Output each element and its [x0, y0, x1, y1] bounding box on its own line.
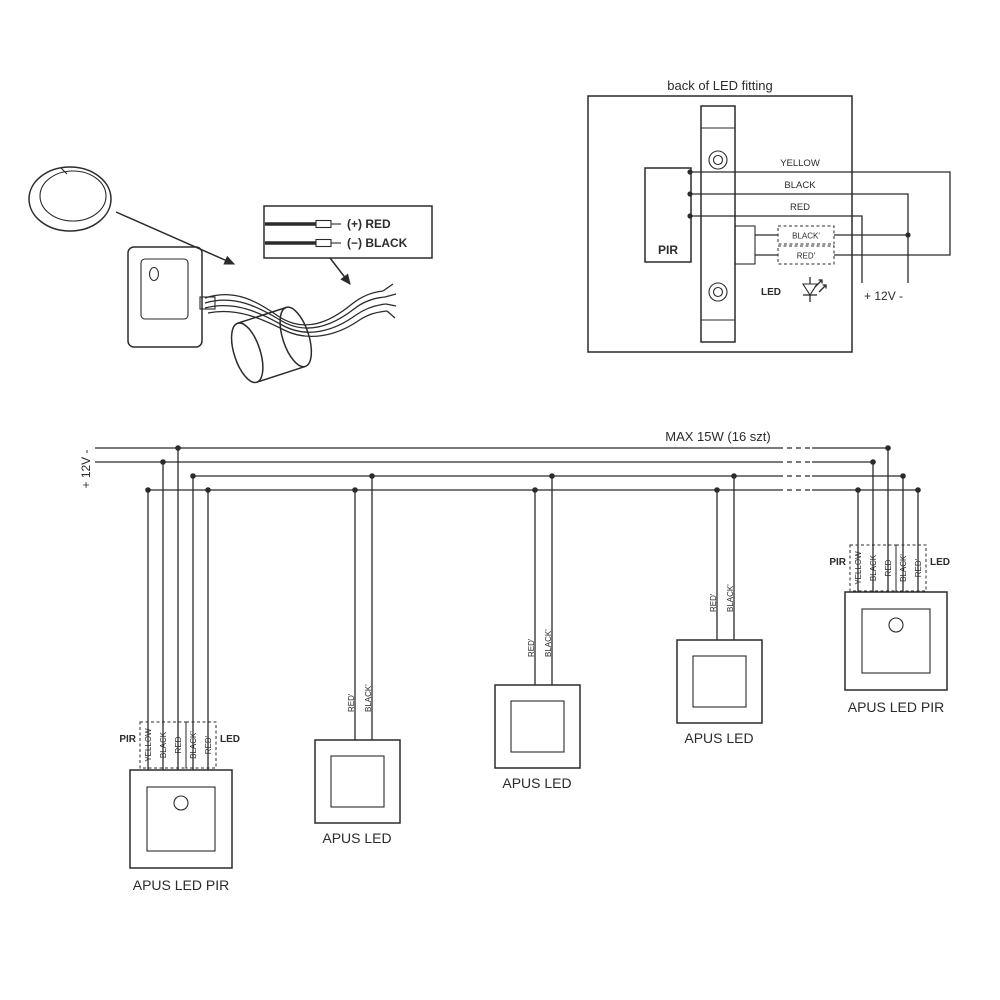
- wire-label: BLACK': [544, 629, 553, 657]
- wire-label: BLACK': [364, 684, 373, 712]
- fixture-label: APUS LED PIR: [848, 699, 944, 715]
- wire-black: BLACK: [687, 180, 909, 283]
- wire-label: BLACK': [189, 731, 198, 759]
- wire-label: RED': [347, 693, 356, 712]
- cable-wires: [204, 283, 397, 337]
- led-wire-group-box: [895, 544, 927, 592]
- wire-yellow-label: YELLOW: [780, 158, 820, 169]
- arrow-to-wallbox: [115, 211, 236, 265]
- fixture-outline: [844, 591, 948, 691]
- fixture-inner: [861, 608, 931, 674]
- junction-dot: [549, 473, 555, 479]
- junction-dot: [714, 487, 720, 493]
- fixture-inner: [510, 700, 565, 753]
- wire-black-prime-label: BLACK': [792, 232, 820, 241]
- fixture-outline: [129, 769, 233, 869]
- junction-dot: [885, 445, 891, 451]
- arrow-to-wires: [329, 257, 351, 285]
- junction-dot: [532, 487, 538, 493]
- junction-dot: [870, 459, 876, 465]
- fixture-apus-led-3: RED' BLACK' APUS LED: [676, 473, 763, 746]
- fixture-apus-led-pir-left: PIR LED YELLOW BLACK RED BLACK' RED' APU…: [119, 445, 240, 893]
- wire-label: BLACK': [726, 584, 735, 612]
- led-fitting-detail: back of LED fitting PIR YELLOW BLACK: [587, 78, 951, 353]
- fixture-label: APUS LED: [322, 830, 391, 846]
- led-connector: BLACK' RED': [734, 225, 911, 265]
- mounting-hole: [148, 266, 160, 282]
- wire-red-prime-label: RED': [797, 252, 816, 261]
- pir-connector: PIR: [644, 167, 692, 263]
- led-wire-group-box: [185, 721, 217, 769]
- junction-dot: [160, 459, 166, 465]
- installation-illustration: (+) RED (−) BLACK: [28, 166, 433, 384]
- pir-sensor-dot: [888, 617, 904, 633]
- junction-dot: [352, 487, 358, 493]
- cable-coil: [230, 306, 313, 384]
- junction-dot: [205, 487, 211, 493]
- junction-dot: [190, 473, 196, 479]
- screw-hole-bottom: [708, 282, 728, 302]
- fixture-outline: [314, 739, 401, 824]
- fixture-inner: [146, 786, 216, 852]
- wire-label: BLACK: [869, 554, 878, 581]
- wire-yellow: YELLOW: [687, 158, 951, 256]
- junction-dot: [915, 487, 921, 493]
- fixture-inner: [692, 655, 747, 708]
- led-group-label: LED: [220, 734, 240, 745]
- wire-label: RED': [527, 638, 536, 657]
- wire-label: BLACK: [159, 731, 168, 758]
- supply-bus: + 12V - MAX 15W (16 szt): [79, 429, 918, 491]
- label-negative-black: (−) BLACK: [347, 236, 408, 250]
- fixture-label: APUS LED: [502, 775, 571, 791]
- junction-dot: [855, 487, 861, 493]
- detail-box: [587, 95, 853, 353]
- detail-supply-label: + 12V -: [864, 289, 903, 303]
- fixture-label: APUS LED: [684, 730, 753, 746]
- led-group-label: LED: [930, 557, 950, 568]
- pir-group-label: PIR: [829, 557, 846, 568]
- junction-dot: [145, 487, 151, 493]
- wire-label: YELLOW: [144, 728, 153, 762]
- cable-callout: (+) RED (−) BLACK: [263, 205, 433, 285]
- fixture-inner: [330, 755, 385, 808]
- junction-dot: [731, 473, 737, 479]
- wire-black-label: BLACK: [784, 180, 816, 191]
- detail-title: back of LED fitting: [667, 78, 773, 93]
- wire-positive-graphic: [265, 219, 341, 229]
- screw-hole-top: [708, 150, 728, 170]
- fixture-apus-led-pir-right: PIR LED YELLOW BLACK RED BLACK' RED' APU…: [829, 445, 950, 715]
- led-symbol: LED: [761, 277, 827, 302]
- pir-group-label: PIR: [119, 734, 136, 745]
- fixture-apus-led-2: RED' BLACK' APUS LED: [494, 473, 581, 791]
- bus-supply-label: + 12V -: [79, 449, 93, 488]
- round-fixture: [28, 166, 112, 232]
- wire-label: RED': [204, 735, 213, 754]
- wire-label: RED': [914, 558, 923, 577]
- pir-label: PIR: [658, 243, 678, 257]
- wire-label: RED: [884, 559, 893, 576]
- fixture-outline: [676, 639, 763, 724]
- wire-label: BLACK': [899, 554, 908, 582]
- wire-red: RED: [687, 202, 863, 283]
- fixture-label: APUS LED PIR: [133, 877, 229, 893]
- pir-sensor-dot: [173, 795, 189, 811]
- wire-negative-graphic: [265, 238, 341, 248]
- wire-label: RED: [174, 736, 183, 753]
- led-label: LED: [761, 287, 781, 298]
- max-load-label: MAX 15W (16 szt): [665, 429, 770, 444]
- wire-label: RED': [709, 593, 718, 612]
- fitting-strip: [700, 105, 736, 343]
- wire-label: YELLOW: [854, 551, 863, 585]
- fixture-apus-led-1: RED' BLACK' APUS LED: [314, 473, 401, 846]
- label-positive-red: (+) RED: [347, 217, 391, 231]
- wire-red-label: RED: [790, 202, 810, 213]
- junction-dot: [900, 473, 906, 479]
- wall-plate: [127, 246, 216, 348]
- junction-dot: [369, 473, 375, 479]
- fixture-outline: [494, 684, 581, 769]
- junction-dot: [175, 445, 181, 451]
